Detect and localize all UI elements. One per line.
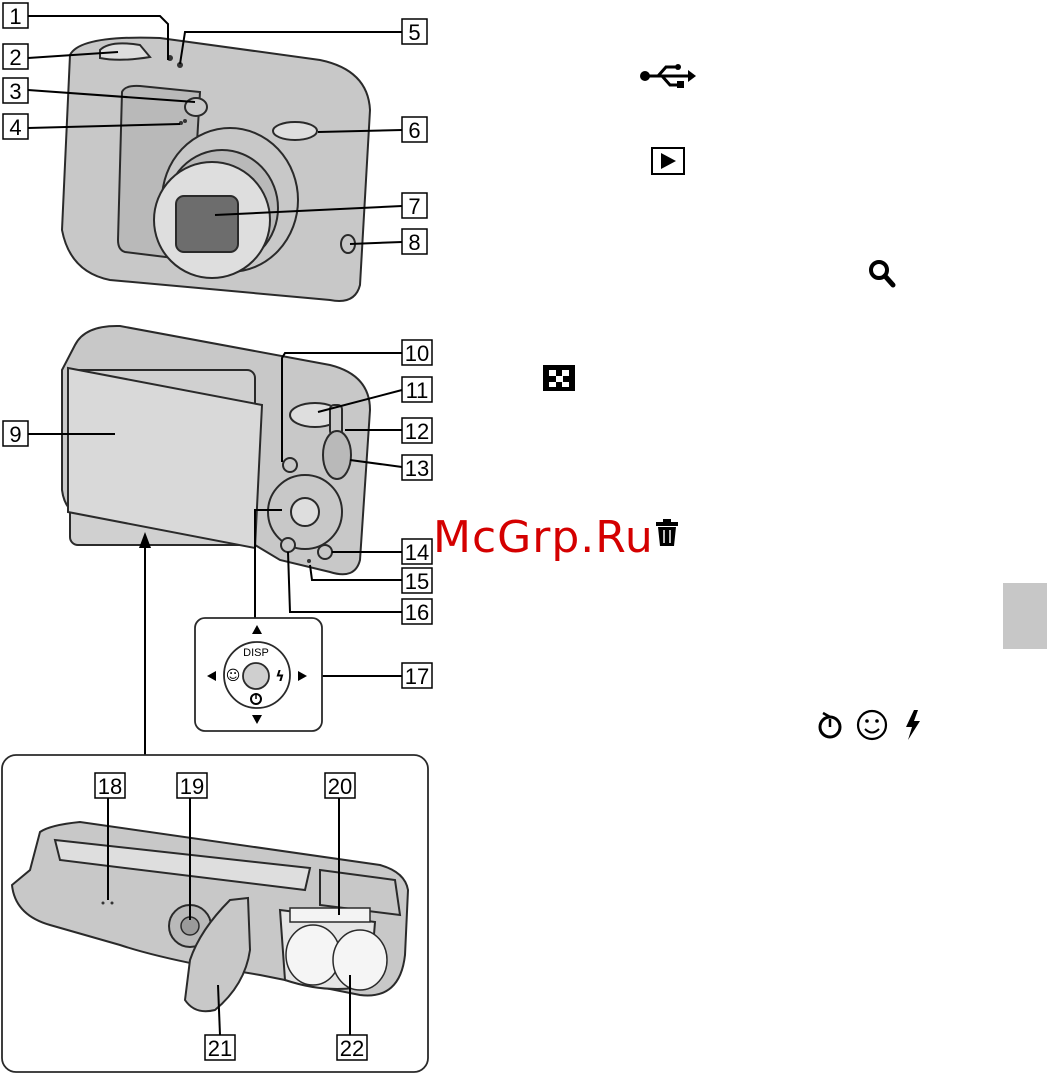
svg-text:17: 17 bbox=[405, 664, 429, 689]
self-timer-icon bbox=[820, 713, 840, 737]
disp-label: DISP bbox=[243, 647, 269, 659]
face-symbol: ☺ bbox=[226, 668, 241, 684]
svg-text:14: 14 bbox=[405, 540, 429, 565]
svg-text:22: 22 bbox=[340, 1036, 364, 1061]
callout-15: 15 bbox=[402, 568, 432, 594]
callout-5: 5 bbox=[402, 19, 427, 45]
svg-text:2: 2 bbox=[9, 45, 21, 70]
callout-18: 18 bbox=[95, 773, 125, 799]
callout-21: 21 bbox=[205, 1035, 235, 1061]
zoom-magnifier-icon bbox=[871, 262, 893, 285]
svg-text:7: 7 bbox=[408, 194, 420, 219]
svg-text:16: 16 bbox=[405, 600, 429, 625]
callout-14: 14 bbox=[402, 539, 432, 565]
camera-front-view bbox=[62, 38, 370, 301]
camera-back-view bbox=[62, 326, 370, 574]
svg-text:20: 20 bbox=[328, 774, 352, 799]
svg-text:18: 18 bbox=[98, 774, 122, 799]
callout-22: 22 bbox=[337, 1035, 367, 1061]
callout-7: 7 bbox=[402, 193, 427, 219]
callout-1: 1 bbox=[3, 3, 28, 29]
svg-text:21: 21 bbox=[208, 1036, 232, 1061]
svg-text:8: 8 bbox=[408, 230, 420, 255]
smile-icon bbox=[858, 711, 886, 739]
svg-text:5: 5 bbox=[408, 20, 420, 45]
svg-text:4: 4 bbox=[9, 115, 21, 140]
svg-text:10: 10 bbox=[405, 341, 429, 366]
flash-symbol: ϟ bbox=[275, 669, 284, 685]
callout-19: 19 bbox=[177, 773, 207, 799]
callout-11: 11 bbox=[402, 377, 432, 403]
svg-text:6: 6 bbox=[408, 118, 420, 143]
flash-icon bbox=[906, 710, 920, 740]
svg-text:11: 11 bbox=[406, 378, 429, 403]
svg-text:3: 3 bbox=[9, 79, 21, 104]
callout-3: 3 bbox=[3, 78, 28, 104]
playback-icon bbox=[652, 148, 684, 174]
callout-20: 20 bbox=[325, 773, 355, 799]
callout-2: 2 bbox=[3, 44, 28, 70]
callout-10: 10 bbox=[402, 340, 432, 366]
callout-4: 4 bbox=[3, 114, 28, 140]
svg-text:13: 13 bbox=[405, 456, 429, 481]
usb-icon bbox=[640, 64, 696, 88]
callout-16: 16 bbox=[402, 599, 432, 625]
svg-text:1: 1 bbox=[9, 4, 21, 29]
trash-icon bbox=[656, 519, 678, 546]
callout-12: 12 bbox=[402, 418, 432, 444]
svg-text:19: 19 bbox=[180, 774, 204, 799]
callout-17: 17 bbox=[402, 663, 432, 689]
watermark-text: McGrp.Ru bbox=[433, 512, 654, 563]
callout-13: 13 bbox=[402, 455, 432, 481]
index-grid-icon bbox=[543, 365, 575, 391]
svg-text:15: 15 bbox=[405, 569, 429, 594]
svg-text:12: 12 bbox=[405, 419, 429, 444]
callout-6: 6 bbox=[402, 117, 427, 143]
callout-9: 9 bbox=[3, 421, 28, 447]
svg-text:9: 9 bbox=[9, 422, 21, 447]
callout-8: 8 bbox=[402, 229, 427, 255]
